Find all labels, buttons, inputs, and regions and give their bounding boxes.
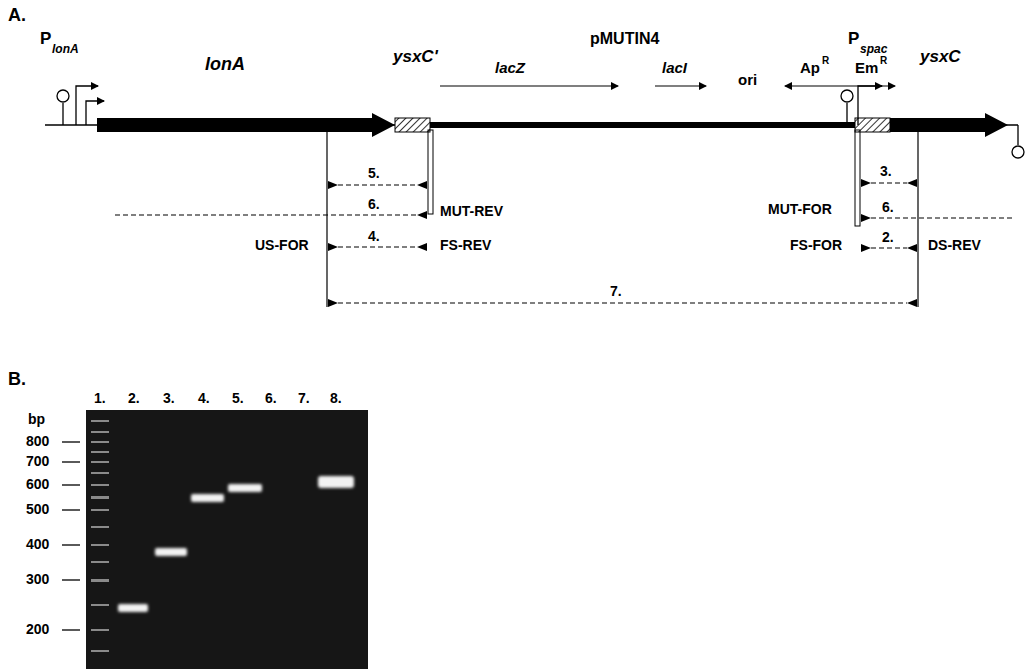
panel-letter: A. bbox=[8, 6, 26, 26]
lane-number: 8. bbox=[330, 391, 342, 406]
size-marker: 800 bbox=[26, 434, 49, 449]
superscript: R bbox=[880, 55, 887, 66]
product-number: 4. bbox=[368, 229, 380, 244]
gene-label: lacZ bbox=[495, 60, 525, 77]
unit-label: bp bbox=[28, 412, 45, 427]
promoter-subscript: lonA bbox=[52, 43, 79, 56]
feature-label: ori bbox=[738, 72, 757, 89]
product-number: 6. bbox=[368, 197, 380, 212]
lane-number: 1. bbox=[94, 391, 106, 406]
lane-number: 2. bbox=[128, 391, 140, 406]
lane-number: 6. bbox=[265, 391, 277, 406]
product-number: 7. bbox=[610, 284, 622, 299]
gene-label: ysxC' bbox=[393, 48, 438, 67]
lane-number: 4. bbox=[198, 391, 210, 406]
size-marker: 200 bbox=[26, 622, 49, 637]
primer-name: US-FOR bbox=[255, 238, 309, 253]
size-marker: 300 bbox=[26, 572, 49, 587]
gene-label: lonA bbox=[205, 55, 245, 75]
superscript: R bbox=[822, 55, 829, 66]
primer-name: FS-REV bbox=[440, 238, 491, 253]
lane-number: 7. bbox=[298, 391, 310, 406]
promoter-label: P bbox=[40, 30, 51, 49]
product-number: 2. bbox=[882, 230, 894, 245]
lane-number: 3. bbox=[163, 391, 175, 406]
plasmid-label: pMUTIN4 bbox=[590, 30, 659, 48]
gene-label: ysxC bbox=[920, 48, 961, 67]
lane-number: 5. bbox=[232, 391, 244, 406]
product-number: 6. bbox=[882, 200, 894, 215]
size-marker: 600 bbox=[26, 477, 49, 492]
promoter-label: P bbox=[848, 30, 859, 49]
promoter-subscript: spac bbox=[860, 43, 887, 56]
primer-name: DS-REV bbox=[928, 238, 981, 253]
product-number: 3. bbox=[880, 164, 892, 179]
size-marker: 500 bbox=[26, 502, 49, 517]
primer-name: MUT-FOR bbox=[768, 202, 832, 217]
marker-label: Em bbox=[855, 60, 878, 77]
size-marker: 400 bbox=[26, 537, 49, 552]
product-number: 5. bbox=[368, 166, 380, 181]
panel-letter: B. bbox=[8, 370, 26, 390]
gene-label: lacI bbox=[662, 60, 687, 77]
size-marker: 700 bbox=[26, 454, 49, 469]
primer-name: MUT-REV bbox=[440, 204, 503, 219]
primer-name: FS-FOR bbox=[790, 238, 842, 253]
marker-label: Ap bbox=[800, 60, 820, 77]
